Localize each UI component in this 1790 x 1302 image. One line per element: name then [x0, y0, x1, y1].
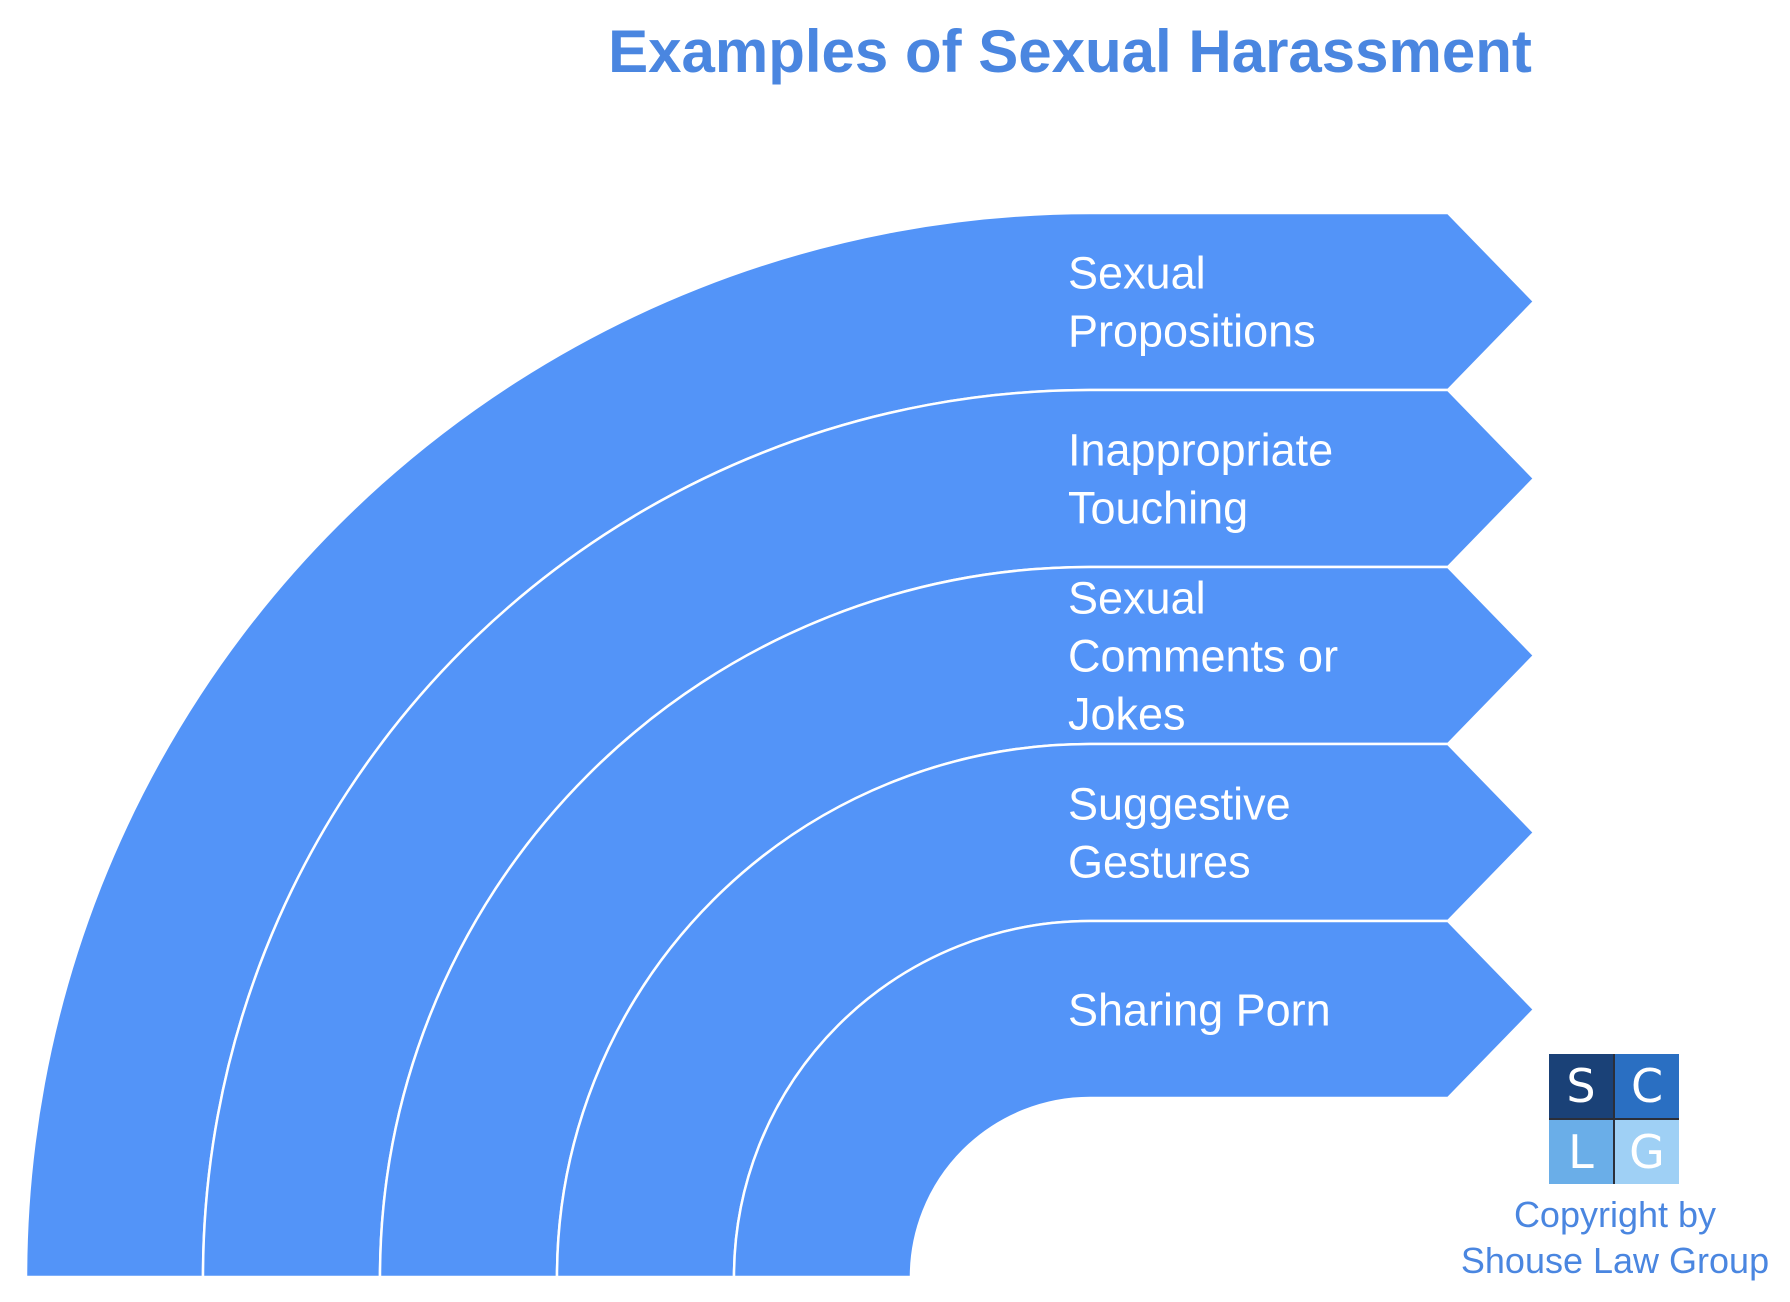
band-label-line: Jokes [1068, 689, 1186, 740]
band-label-line: Touching [1068, 483, 1248, 534]
band-label-line: Suggestive [1068, 779, 1291, 830]
band-label-line: Gestures [1068, 837, 1251, 888]
copyright-notice: Copyright by Shouse Law Group [1440, 1192, 1790, 1284]
diagram-title: Examples of Sexual Harassment [608, 18, 1532, 85]
band-label-line: Comments or [1068, 631, 1338, 682]
band-5 [732, 919, 1536, 1279]
band-label-5: Sharing Porn [1068, 985, 1331, 1036]
copyright-line-1: Copyright by [1513, 1194, 1717, 1235]
band-label-line: Sharing Porn [1068, 985, 1331, 1036]
band-label-line: Propositions [1068, 306, 1316, 357]
logo-letter-g: G [1615, 1120, 1679, 1184]
logo-letter-c: C [1615, 1054, 1679, 1118]
copyright-line-2: Shouse Law Group [1460, 1240, 1770, 1281]
sclg-logo-icon: S C L G [1549, 1054, 1679, 1184]
logo-letter-s: S [1549, 1054, 1613, 1118]
logo-letter-l: L [1549, 1120, 1613, 1184]
band-label-line: Sexual [1068, 573, 1206, 624]
band-label-line: Inappropriate [1068, 425, 1333, 476]
band-label-line: Sexual [1068, 248, 1206, 299]
